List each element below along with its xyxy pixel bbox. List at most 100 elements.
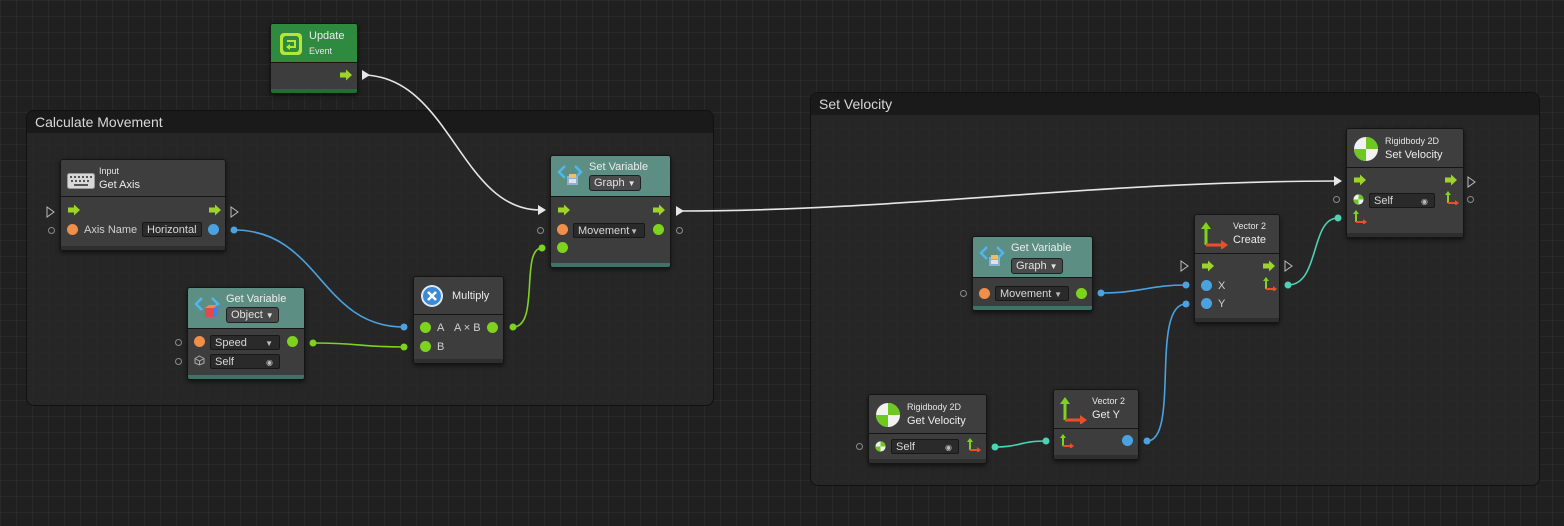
string-input-port[interactable] [194,336,205,347]
wire-end-dot [1097,289,1105,297]
node-title: Set Variable [589,161,649,173]
value-output-port[interactable] [487,322,498,333]
variable-kind-dropdown[interactable]: Graph▼ [1011,258,1063,274]
value-input-ring[interactable] [537,227,544,234]
string-input-port[interactable] [557,224,568,235]
vector-output-port-icon[interactable] [1445,191,1459,205]
target-rigidbody-field[interactable]: Self ◉ [1369,193,1435,208]
node-title: Get Axis [99,179,140,191]
node-title: Get Variable [226,293,287,305]
chevron-down-icon: ▼ [630,227,638,236]
node-category: Rigidbody 2D [1385,136,1440,146]
wire-arrowhead [676,206,684,216]
float-output-port[interactable] [1122,435,1133,446]
node-rigidbody-get-velocity[interactable]: Rigidbody 2D Get Velocity Self◉ [868,394,987,464]
node-vector2-create[interactable]: Vector 2 Create X Y [1194,214,1280,323]
wire-speed-to-multiply-b [312,342,405,348]
vector-output-port-icon[interactable] [1263,277,1277,291]
control-output-hollow-icon[interactable] [230,206,240,218]
node-get-variable-graph[interactable]: Get Variable Graph▼ Movement▼ [972,236,1093,311]
target-rigidbody-field[interactable]: Self◉ [891,439,959,454]
chevron-down-icon: ▼ [265,339,273,348]
rigidbody-icon [1354,137,1378,161]
rigidbody-port-icon[interactable] [1353,194,1364,205]
rigidbody-port-icon[interactable] [875,441,886,452]
object-picker-icon[interactable]: ◉ [945,443,952,452]
wire-arrowhead [1334,176,1342,186]
wire-end-dot [1143,437,1151,445]
value-input-ring[interactable] [175,339,182,346]
value-input-port-b[interactable] [420,341,431,352]
control-input-arrow-icon[interactable] [1353,174,1367,186]
string-input-port[interactable] [979,288,990,299]
float-output-port[interactable] [208,224,219,235]
variable-kind-dropdown[interactable]: Graph▼ [589,175,641,191]
float-input-port-y[interactable] [1201,298,1212,309]
vector-input-port-icon[interactable] [1353,210,1367,224]
node-title: Get Velocity [907,415,966,427]
variable-name-dropdown[interactable]: Speed▼ [210,335,280,350]
control-input-arrow-icon[interactable] [557,204,571,216]
node-category: Rigidbody 2D [907,402,962,412]
variable-icon [557,165,583,185]
node-rigidbody-set-velocity[interactable]: Rigidbody 2D Set Velocity Self◉ [1346,128,1464,238]
multiply-icon [421,285,443,307]
node-update-event[interactable]: Update Event [270,23,358,94]
node-set-variable[interactable]: Set Variable Graph▼ Movement▼ [550,155,671,268]
node-vector2-get-y[interactable]: Vector 2 Get Y [1053,389,1139,460]
float-input-port-x[interactable] [1201,280,1212,291]
value-input-ring[interactable] [960,290,967,297]
field-value: Self [1374,195,1393,207]
node-multiply[interactable]: Multiply A A × B B [413,276,504,364]
node-footer [61,246,225,250]
group-title: Calculate Movement [27,111,713,133]
control-output-arrow-icon[interactable] [1262,260,1276,272]
node-header [1195,215,1279,254]
value-input-ring[interactable] [856,443,863,450]
control-output-arrow-icon[interactable] [339,69,353,81]
port-label: B [437,341,445,353]
value-input-ring[interactable] [48,227,55,234]
value-input-port[interactable] [557,242,568,253]
node-get-variable-object[interactable]: Get Variable Object▼ Speed▼ Self◉ [187,287,305,380]
object-picker-icon[interactable]: ◉ [266,358,273,367]
value-input-port-a[interactable] [420,322,431,333]
control-input-hollow-icon[interactable] [46,206,56,218]
variable-kind-dropdown[interactable]: Object▼ [226,307,279,323]
node-subtitle: Event [309,46,333,56]
wire-end-dot [1284,281,1292,289]
value-output-ring[interactable] [1467,196,1474,203]
variable-name-dropdown[interactable]: Movement▼ [573,223,645,238]
node-title: Create [1233,234,1267,246]
axis-name-field[interactable]: Horizontal [142,222,202,237]
dropdown-value: Movement [578,225,630,237]
variable-name-dropdown[interactable]: Movement▼ [995,286,1069,301]
wire-update-to-set-variable [361,74,541,211]
node-title: Get Y [1092,409,1120,421]
value-input-ring[interactable] [1333,196,1340,203]
string-input-port[interactable] [67,224,78,235]
vector-input-port-icon[interactable] [1060,434,1074,448]
object-picker-icon[interactable]: ◉ [1421,197,1428,206]
value-output-port[interactable] [1076,288,1087,299]
vector-output-port-icon[interactable] [967,438,981,452]
node-input-get-axis[interactable]: Input Get Axis Axis Name Horizontal [60,159,226,251]
control-output-hollow-icon[interactable] [1284,260,1294,272]
wire-arrowhead [538,205,546,215]
value-input-ring[interactable] [175,358,182,365]
variable-icon [194,297,220,317]
control-input-hollow-icon[interactable] [1180,260,1190,272]
value-output-ring[interactable] [676,227,683,234]
control-output-arrow-icon[interactable] [652,204,666,216]
object-output-port[interactable] [287,336,298,347]
control-input-arrow-icon[interactable] [1201,260,1215,272]
value-output-port[interactable] [653,224,664,235]
control-output-arrow-icon[interactable] [208,204,222,216]
target-object-field[interactable]: Self◉ [210,354,280,369]
port-label: Axis Name [84,224,138,236]
control-input-arrow-icon[interactable] [67,204,81,216]
control-output-hollow-icon[interactable] [1467,176,1477,188]
vector-axes-icon [1201,222,1228,249]
control-output-arrow-icon[interactable] [1444,174,1458,186]
